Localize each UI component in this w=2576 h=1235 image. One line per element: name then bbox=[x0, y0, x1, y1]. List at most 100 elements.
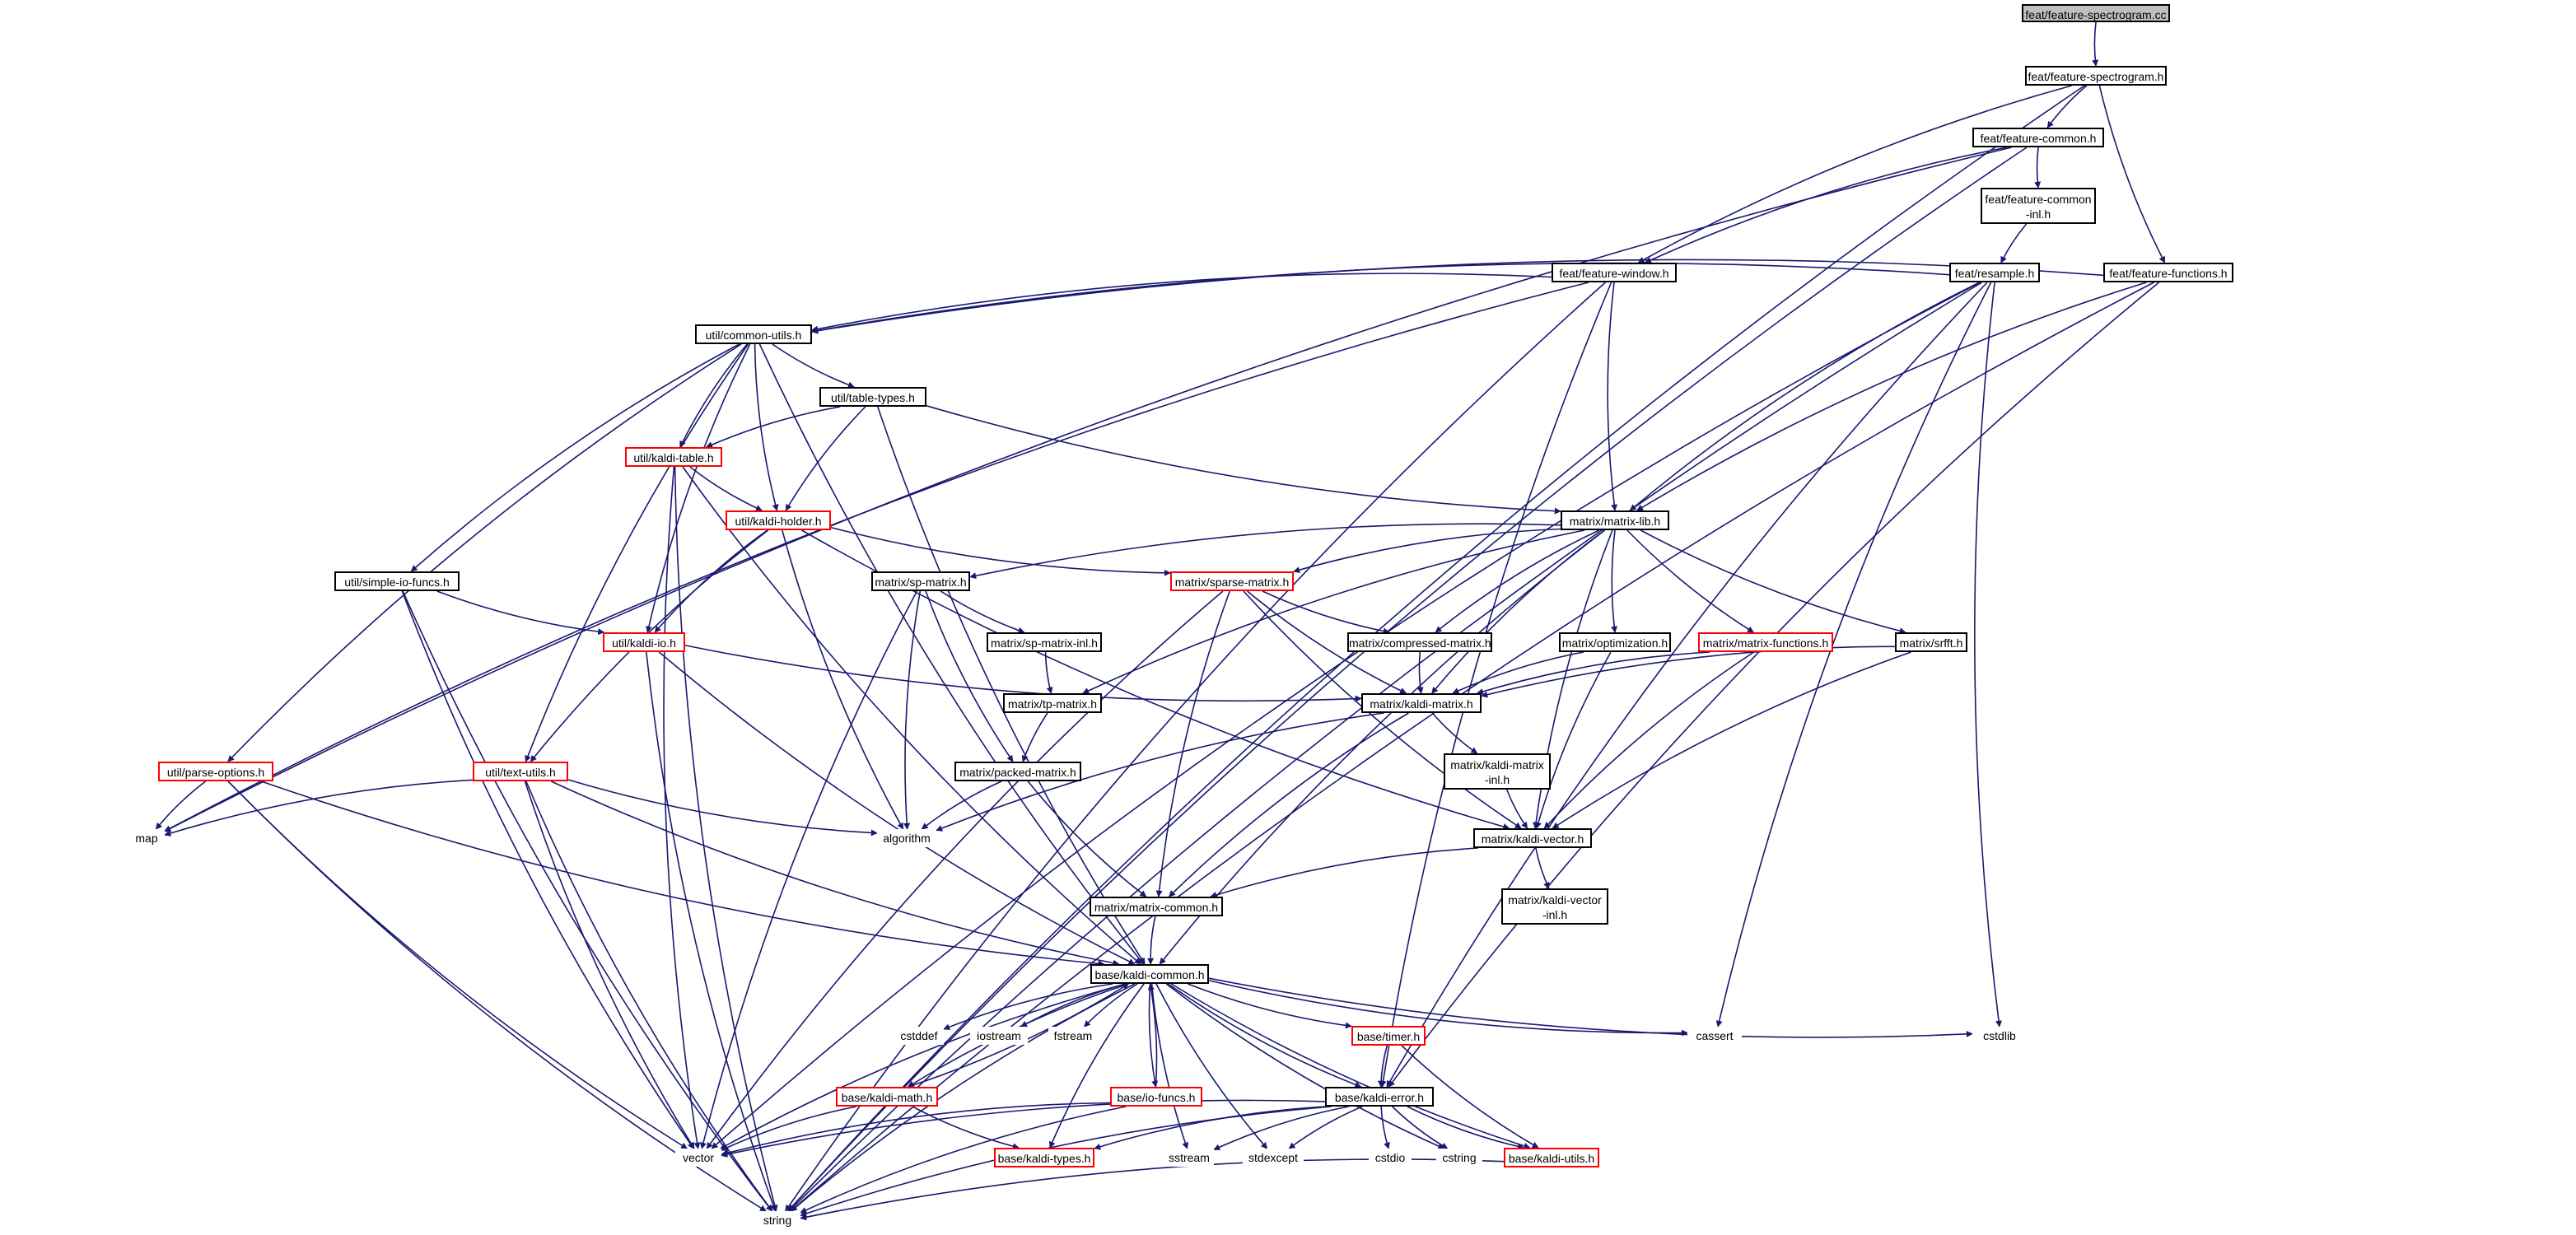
edge-common-utils-to-kaldi-common bbox=[758, 343, 1145, 965]
node-cstring[interactable]: cstring bbox=[1436, 1149, 1482, 1167]
edge-common-utils-to-kaldi-table bbox=[679, 343, 748, 448]
node-algorithm[interactable]: algorithm bbox=[877, 829, 936, 847]
edge-kaldi-vector-to-matrix-common bbox=[1210, 847, 1478, 898]
node-label: base/io-funcs.h bbox=[1117, 1091, 1196, 1104]
node-label: iostream bbox=[977, 1029, 1021, 1042]
node-compressed-matrix[interactable]: matrix/compressed-matrix.h bbox=[1347, 632, 1492, 652]
edge-text-utils-to-map bbox=[164, 779, 474, 837]
node-optimization[interactable]: matrix/optimization.h bbox=[1559, 632, 1671, 652]
edge-table-types-to-kaldi-holder bbox=[785, 406, 866, 511]
node-tp-matrix[interactable]: matrix/tp-matrix.h bbox=[1003, 693, 1102, 713]
node-kaldi-utils[interactable]: base/kaldi-utils.h bbox=[1504, 1148, 1599, 1167]
node-sstream[interactable]: sstream bbox=[1164, 1149, 1214, 1167]
node-packed-matrix[interactable]: matrix/packed-matrix.h bbox=[954, 762, 1081, 781]
edge-fcommon-to-fwindow bbox=[1644, 147, 2008, 263]
node-fwindow[interactable]: feat/feature-window.h bbox=[1552, 263, 1677, 282]
node-vector[interactable]: vector bbox=[675, 1149, 721, 1167]
node-label: matrix/tp-matrix.h bbox=[1007, 697, 1098, 711]
node-kaldi-io[interactable]: util/kaldi-io.h bbox=[603, 632, 685, 652]
node-kaldi-math[interactable]: base/kaldi-math.h bbox=[836, 1087, 938, 1107]
node-simple-io[interactable]: util/simple-io-funcs.h bbox=[334, 571, 460, 591]
node-label: util/parse-options.h bbox=[166, 766, 265, 779]
node-kaldi-matrix-inl[interactable]: matrix/kaldi-matrix -inl.h bbox=[1444, 753, 1551, 790]
node-timer[interactable]: base/timer.h bbox=[1351, 1026, 1426, 1046]
edge-packed-matrix-to-matrix-common bbox=[1027, 781, 1147, 897]
edge-kaldi-error-to-vector bbox=[721, 1099, 1326, 1158]
node-label: -inl.h bbox=[1484, 773, 1510, 786]
edge-text-utils-to-string bbox=[525, 781, 773, 1212]
node-cstddef[interactable]: cstddef bbox=[894, 1027, 944, 1045]
node-cstdlib[interactable]: cstdlib bbox=[1972, 1027, 2027, 1045]
node-sp-matrix[interactable]: matrix/sp-matrix.h bbox=[871, 571, 970, 591]
node-fstream[interactable]: fstream bbox=[1048, 1027, 1098, 1045]
edge-kaldi-common-to-fstream bbox=[1084, 983, 1138, 1028]
edge-ffunctions-to-kaldi-error bbox=[1388, 282, 2160, 1088]
node-matrix-functions[interactable]: matrix/matrix-functions.h bbox=[1698, 632, 1833, 652]
node-label: matrix/srfft.h bbox=[1899, 636, 1963, 650]
node-common-utils[interactable]: util/common-utils.h bbox=[695, 324, 812, 344]
edge-kaldi-error-to-sstream bbox=[1213, 1106, 1349, 1151]
node-sp-matrix-inl[interactable]: matrix/sp-matrix-inl.h bbox=[987, 632, 1102, 652]
edge-kaldi-common-to-io-funcs bbox=[1148, 983, 1159, 1088]
node-label: stdexcept bbox=[1248, 1151, 1298, 1164]
node-kaldi-types[interactable]: base/kaldi-types.h bbox=[994, 1148, 1094, 1167]
edge-matrix-common-to-kaldi-common bbox=[1147, 916, 1156, 965]
node-kaldi-vector[interactable]: matrix/kaldi-vector.h bbox=[1473, 828, 1592, 848]
node-label: util/text-utils.h bbox=[485, 766, 556, 779]
node-label: feat/feature-spectrogram.cc bbox=[2025, 8, 2167, 21]
node-map[interactable]: map bbox=[128, 829, 165, 847]
edge-io-funcs-to-kaldi-common bbox=[1147, 983, 1158, 1088]
edge-common-utils-to-parse-options bbox=[227, 343, 742, 762]
edge-fwindow-to-string bbox=[785, 282, 1606, 1212]
node-label: base/kaldi-error.h bbox=[1334, 1091, 1425, 1104]
node-label: base/kaldi-math.h bbox=[841, 1091, 933, 1104]
node-srfft[interactable]: matrix/srfft.h bbox=[1895, 632, 1967, 652]
edge-simple-io-to-vector bbox=[401, 590, 694, 1149]
node-string[interactable]: string bbox=[754, 1211, 800, 1229]
node-label: matrix/matrix-functions.h bbox=[1702, 636, 1829, 650]
edge-fcommon-to-map bbox=[164, 147, 2012, 832]
edge-sparse-matrix-to-vector bbox=[706, 590, 1224, 1149]
node-kaldi-matrix[interactable]: matrix/kaldi-matrix.h bbox=[1361, 693, 1482, 713]
edge-kaldi-table-to-vector bbox=[663, 466, 701, 1149]
node-cstdio[interactable]: cstdio bbox=[1369, 1149, 1412, 1167]
node-label: matrix/kaldi-matrix bbox=[1450, 758, 1544, 771]
node-spec-h[interactable]: feat/feature-spectrogram.h bbox=[2025, 66, 2167, 86]
node-sparse-matrix[interactable]: matrix/sparse-matrix.h bbox=[1170, 571, 1294, 591]
edge-optimization-to-kaldi-matrix bbox=[1452, 651, 1584, 694]
node-ffunctions[interactable]: feat/feature-functions.h bbox=[2103, 263, 2233, 282]
edge-kaldi-matrix-to-algorithm bbox=[936, 712, 1384, 832]
node-label: matrix/kaldi-vector bbox=[1508, 893, 1602, 906]
edge-fcommon-to-fcommon-inl bbox=[2034, 147, 2042, 189]
edge-kaldi-common-to-kaldi-utils bbox=[1170, 983, 1531, 1149]
node-matrix-common[interactable]: matrix/matrix-common.h bbox=[1090, 897, 1223, 916]
node-kaldi-error[interactable]: base/kaldi-error.h bbox=[1325, 1087, 1434, 1107]
node-matrix-lib[interactable]: matrix/matrix-lib.h bbox=[1561, 510, 1669, 530]
node-table-types[interactable]: util/table-types.h bbox=[819, 387, 926, 407]
node-stdexcept[interactable]: stdexcept bbox=[1243, 1149, 1304, 1167]
node-text-utils[interactable]: util/text-utils.h bbox=[473, 762, 568, 781]
edge-ffunctions-to-common-utils bbox=[811, 259, 2104, 334]
node-kaldi-common[interactable]: base/kaldi-common.h bbox=[1090, 964, 1209, 984]
edge-kaldi-io-to-kaldi-matrix bbox=[684, 645, 1362, 702]
edge-kaldi-error-to-cstring bbox=[1392, 1106, 1449, 1149]
node-fcommon[interactable]: feat/feature-common.h bbox=[1972, 128, 2104, 147]
edge-sp-matrix-inl-to-tp-matrix bbox=[1044, 651, 1053, 694]
node-iostream[interactable]: iostream bbox=[970, 1027, 1028, 1045]
node-label: cstdio bbox=[1374, 1151, 1406, 1164]
node-cassert[interactable]: cassert bbox=[1687, 1027, 1742, 1045]
node-kaldi-vector-inl[interactable]: matrix/kaldi-vector-inl.h bbox=[1501, 888, 1608, 925]
node-io-funcs[interactable]: base/io-funcs.h bbox=[1110, 1087, 1202, 1107]
edge-sp-matrix-to-algorithm bbox=[903, 590, 922, 830]
node-parse-options[interactable]: util/parse-options.h bbox=[158, 762, 273, 781]
node-fcommon-inl[interactable]: feat/feature-common-inl.h bbox=[1981, 188, 2096, 224]
node-resample[interactable]: feat/resample.h bbox=[1949, 263, 2040, 282]
node-label: util/common-utils.h bbox=[705, 329, 802, 342]
node-kaldi-table[interactable]: util/kaldi-table.h bbox=[625, 447, 722, 467]
node-kaldi-holder[interactable]: util/kaldi-holder.h bbox=[726, 510, 831, 530]
edge-resample-to-string bbox=[788, 282, 1983, 1212]
edge-kaldi-table-to-string bbox=[674, 466, 778, 1212]
node-root[interactable]: feat/feature-spectrogram.cc bbox=[2022, 4, 2170, 22]
edge-fwindow-to-kaldi-error bbox=[1379, 282, 1612, 1088]
